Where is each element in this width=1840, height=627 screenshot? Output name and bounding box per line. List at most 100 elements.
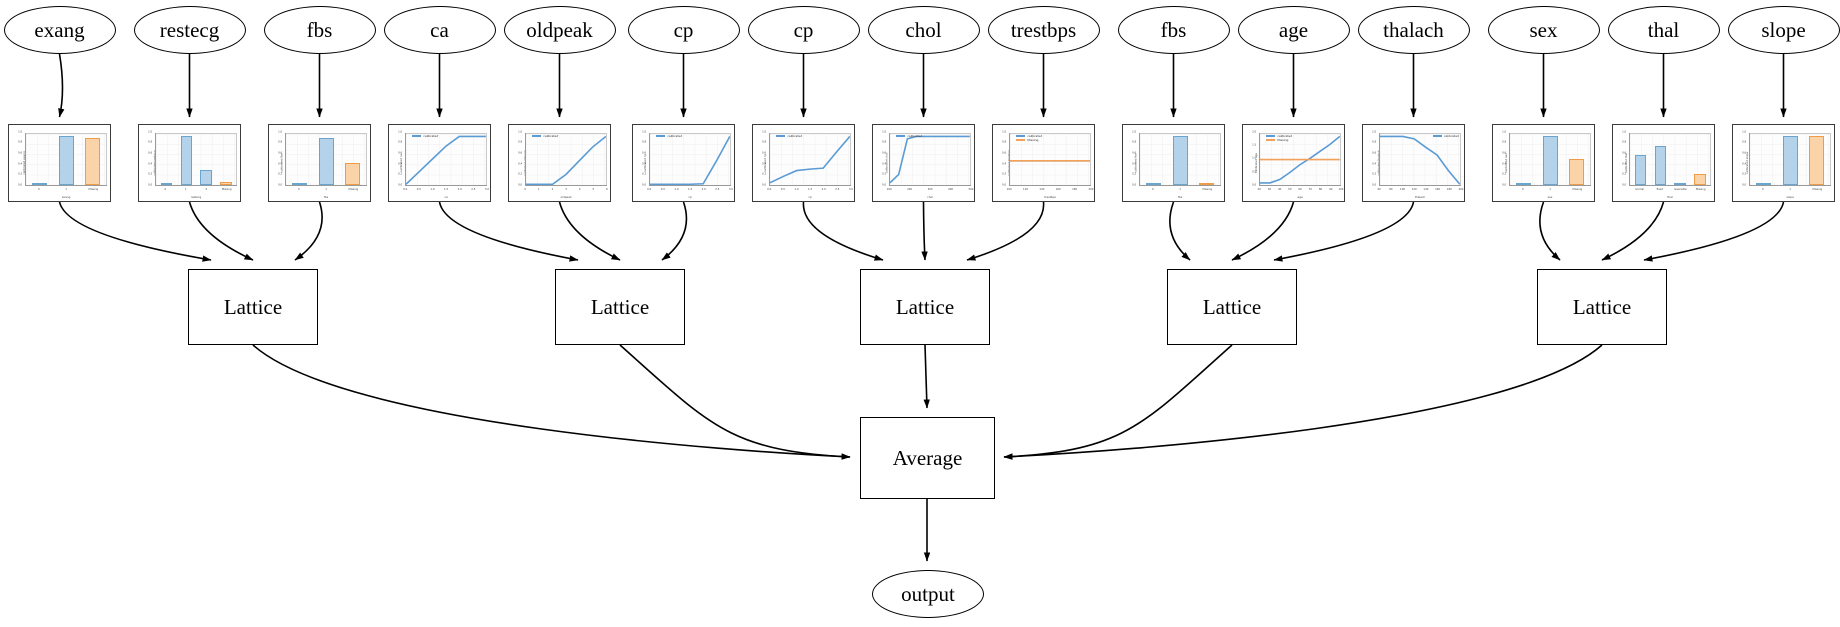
lattice-node-3[interactable]: Lattice — [1167, 269, 1297, 345]
chart-ytick: 0.6 — [1742, 151, 1747, 155]
chart-ytick: 1.0 — [1622, 130, 1627, 134]
chart-ytick: 0.0 — [1372, 183, 1377, 187]
legend-label: calibrated — [1277, 134, 1293, 139]
chart-y-axis — [1009, 132, 1010, 186]
chart-xtick: 180 — [1072, 187, 1078, 191]
feature-node-sex[interactable]: sex — [1487, 6, 1600, 54]
calibration-chart-trestbps[interactable]: calibrated trestbpstrestbps0.00.20.40.60… — [992, 124, 1095, 202]
chart-ytick: 0.0 — [762, 183, 767, 187]
chart-ytick: 0.8 — [882, 140, 887, 144]
chart-plot-area — [1379, 132, 1461, 186]
feature-node-cp[interactable]: cp — [627, 6, 740, 54]
chart-ytick: 0.8 — [642, 140, 647, 144]
calibration-chart-oldpeak[interactable]: calibrated oldpeakoldpeak0.00.20.40.60.8… — [508, 124, 611, 202]
chart-xtick: Missing — [221, 187, 232, 191]
feature-node-exang[interactable]: exang — [3, 6, 116, 54]
feature-label: oldpeak — [526, 17, 593, 42]
chart-ytick: 1.0 — [1372, 130, 1377, 134]
edge — [966, 201, 1045, 261]
chart-ytick: 0.2 — [1622, 172, 1627, 176]
edge — [923, 344, 930, 409]
chart-xtick: 0.5 — [660, 187, 665, 191]
chart-xtick: 100 — [886, 187, 892, 191]
feature-node-oldpeak[interactable]: oldpeak — [503, 6, 616, 54]
feature-node-slope[interactable]: slope — [1727, 6, 1840, 54]
chart-ytick: 0.2 — [762, 172, 767, 176]
edge — [619, 344, 851, 460]
chart-xlabel: thal — [1667, 195, 1673, 200]
chart-ytick: 0.6 — [1372, 151, 1377, 155]
feature-node-thal[interactable]: thal — [1607, 6, 1720, 54]
chart-y-axis — [1259, 132, 1260, 186]
chart-x-axis — [769, 185, 851, 186]
chart-xtick: 6 — [606, 187, 608, 191]
chart-ytick: 0.0 — [1502, 183, 1507, 187]
chart-x-axis — [649, 185, 731, 186]
chart-line-series — [890, 134, 970, 185]
chart-y-axis — [155, 132, 156, 186]
chart-y-axis — [25, 132, 26, 186]
feature-node-fbs[interactable]: fbs — [1117, 6, 1230, 54]
chart-ytick: 0.8 — [1002, 140, 1007, 144]
chart-plot-area — [285, 132, 367, 186]
chart-ytick: 0.8 — [278, 140, 283, 144]
feature-node-thalach[interactable]: thalach — [1357, 6, 1470, 54]
chart-bar — [160, 182, 172, 185]
chart-bar — [1146, 182, 1161, 185]
legend-label: calibrated — [423, 134, 439, 139]
average-node[interactable]: Average — [860, 417, 995, 499]
chart-ytick: 0.8 — [148, 140, 153, 144]
legend-swatch — [656, 135, 666, 137]
lattice-label: Lattice — [223, 294, 283, 319]
lattice-node-0[interactable]: Lattice — [188, 269, 318, 345]
chart-ytick: 0.6 — [642, 151, 647, 155]
chart-xlabel: exang — [61, 195, 71, 200]
feature-node-age[interactable]: age — [1237, 6, 1350, 54]
feature-node-chol[interactable]: chol — [867, 6, 980, 54]
feature-node-fbs[interactable]: fbs — [263, 6, 376, 54]
chart-bar — [220, 181, 232, 185]
chart-bar — [1199, 182, 1215, 185]
chart-xtick: 2.0 — [821, 187, 826, 191]
lattice-node-1[interactable]: Lattice — [555, 269, 685, 345]
chart-ytick: 0.4 — [1502, 162, 1507, 166]
chart-bar — [1654, 145, 1666, 185]
chart-xlabel: restecg — [190, 195, 202, 200]
chart-xtick: 300 — [927, 187, 933, 191]
feature-node-trestbps[interactable]: trestbps — [987, 6, 1100, 54]
average-label: Average — [892, 445, 963, 470]
chart-bar — [292, 182, 307, 185]
output-node[interactable]: output — [872, 570, 984, 618]
feature-node-ca[interactable]: ca — [383, 6, 496, 54]
lattice-node-4[interactable]: Lattice — [1537, 269, 1667, 345]
feature-node-cp[interactable]: cp — [747, 6, 860, 54]
feature-node-restecg[interactable]: restecg — [133, 6, 246, 54]
chart-xtick: 160 — [1435, 187, 1441, 191]
chart-plot-area — [1009, 132, 1091, 186]
edge — [252, 344, 851, 460]
chart-ytick: 0.2 — [642, 172, 647, 176]
calibration-chart-restecg[interactable]: calibrated restecgrestecg0.00.20.40.60.8… — [138, 124, 241, 202]
chart-ytick: 0.6 — [518, 151, 523, 155]
chart-x-axis — [1139, 185, 1221, 186]
lattice-node-2[interactable]: Lattice — [860, 269, 990, 345]
chart-xtick: 60 — [1377, 187, 1381, 191]
chart-xlabel: sex — [1547, 195, 1553, 200]
calibration-chart-thalach[interactable]: calibrated thalachthalach0.00.20.40.60.8… — [1362, 124, 1465, 202]
chart-inner: calibrated oldpeakoldpeak0.00.20.40.60.8… — [509, 125, 610, 201]
